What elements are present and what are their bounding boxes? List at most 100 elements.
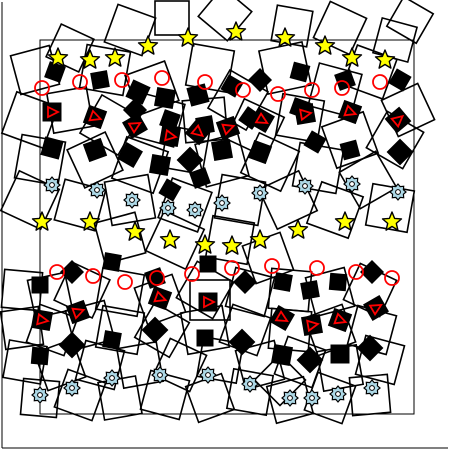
red-triangle-icon[interactable] [36,312,50,326]
red-triangle-icon[interactable] [203,295,217,309]
red-triangle-icon[interactable] [299,108,313,122]
black-square-token[interactable] [337,99,363,125]
black-diamond-token[interactable] [356,334,384,362]
yellow-star-token[interactable] [341,47,363,67]
yellow-star-token[interactable] [79,49,101,69]
black-square-token[interactable] [186,83,210,107]
hollow-square-tile[interactable] [354,334,406,386]
black-square-token[interactable] [199,255,217,273]
yellow-star-token[interactable] [159,229,181,249]
black-diamond-token[interactable] [296,346,324,374]
hollow-square-tile[interactable] [239,131,301,193]
black-square-token[interactable] [270,343,294,367]
black-square-token[interactable] [388,68,412,92]
hollow-square-tile[interactable] [115,340,165,390]
red-ring-token[interactable] [154,70,170,86]
black-square-token[interactable] [339,139,361,161]
red-ring-token[interactable] [224,260,240,276]
red-triangle-icon[interactable] [88,109,103,124]
hollow-square-tile[interactable] [197,0,253,42]
hollow-square-tile[interactable] [338,150,398,210]
black-square-token[interactable] [196,329,214,347]
black-diamond-token[interactable] [359,259,385,285]
black-square-token[interactable] [249,107,275,133]
yellow-star-token[interactable] [274,27,296,47]
red-triangle-icon[interactable] [333,312,348,327]
red-ring-token[interactable] [264,258,280,274]
black-square-token[interactable] [215,115,241,141]
red-ring-token[interactable] [149,270,165,286]
red-ring-token[interactable] [372,74,388,90]
red-ring-token[interactable] [72,74,88,90]
red-ring-token[interactable] [49,264,65,280]
black-square-token[interactable] [90,70,110,90]
red-ring-token[interactable] [270,86,286,102]
black-square-token[interactable] [40,136,64,160]
black-square-token[interactable] [293,102,317,126]
black-diamond-token[interactable] [232,269,258,295]
red-triangle-icon[interactable] [274,309,290,326]
black-square-token[interactable] [158,124,182,148]
yellow-star-token[interactable] [177,27,199,47]
black-square-token[interactable] [327,307,353,333]
red-triangle-icon[interactable] [47,105,61,119]
yellow-star-token[interactable] [334,211,356,231]
hollow-square-tile[interactable] [0,90,60,150]
black-diamond-token[interactable] [247,67,273,93]
hollow-square-tile[interactable] [13,133,67,187]
red-triangle-icon[interactable] [190,123,206,140]
hollow-square-tile[interactable] [19,377,61,419]
red-ring-token[interactable] [309,260,325,276]
yellow-star-token[interactable] [225,21,247,41]
black-square-token[interactable] [158,178,182,202]
red-ring-token[interactable] [384,270,400,286]
hollow-square-tile[interactable] [348,373,392,417]
yellow-star-token[interactable] [124,221,146,241]
hollow-square-tile[interactable] [213,173,267,227]
red-triangle-icon[interactable] [254,111,270,128]
hollow-square-tile[interactable] [194,132,250,188]
black-square-token[interactable] [273,272,293,292]
black-square-token[interactable] [148,153,172,177]
hollow-square-tile[interactable] [2,339,48,385]
red-ring-token[interactable] [197,74,213,90]
hollow-square-tile[interactable] [66,131,124,189]
hollow-square-tile[interactable] [307,62,363,118]
black-square-token[interactable] [30,308,54,332]
hollow-square-tile[interactable] [144,209,206,271]
red-triangle-icon[interactable] [153,290,168,305]
black-square-token[interactable] [147,285,173,311]
red-ring-token[interactable] [348,264,364,280]
red-triangle-icon[interactable] [127,119,143,135]
black-square-token[interactable] [153,86,177,110]
black-square-token[interactable] [82,137,108,163]
hollow-square-tile[interactable] [53,178,107,232]
black-square-token[interactable] [303,130,327,154]
hollow-square-tile[interactable] [0,169,61,231]
red-triangle-icon[interactable] [343,104,358,119]
black-square-token[interactable] [300,280,320,300]
hollow-square-tile[interactable] [157,177,213,233]
black-square-token[interactable] [269,305,295,331]
black-square-token[interactable] [125,79,151,105]
red-ring-token[interactable] [117,274,133,290]
hollow-square-tile[interactable] [224,97,286,159]
yellow-star-token[interactable] [47,47,69,67]
hollow-square-tile[interactable] [154,0,190,36]
black-square-token[interactable] [328,272,348,292]
red-ring-token[interactable] [34,80,50,96]
black-square-token[interactable] [102,252,122,272]
black-square-token[interactable] [30,346,50,366]
yellow-star-token[interactable] [137,35,159,55]
red-ring-token[interactable] [304,82,320,98]
hollow-square-tile[interactable] [26,271,74,319]
red-triangle-icon[interactable] [368,301,384,317]
black-diamond-token[interactable] [122,97,148,123]
black-square-token[interactable] [189,167,211,189]
black-square-token[interactable] [122,113,148,139]
black-square-token[interactable] [44,61,66,83]
hollow-square-tile[interactable] [270,4,314,48]
black-square-token[interactable] [247,139,273,165]
yellow-star-token[interactable] [104,47,126,67]
yellow-star-token[interactable] [249,229,271,249]
